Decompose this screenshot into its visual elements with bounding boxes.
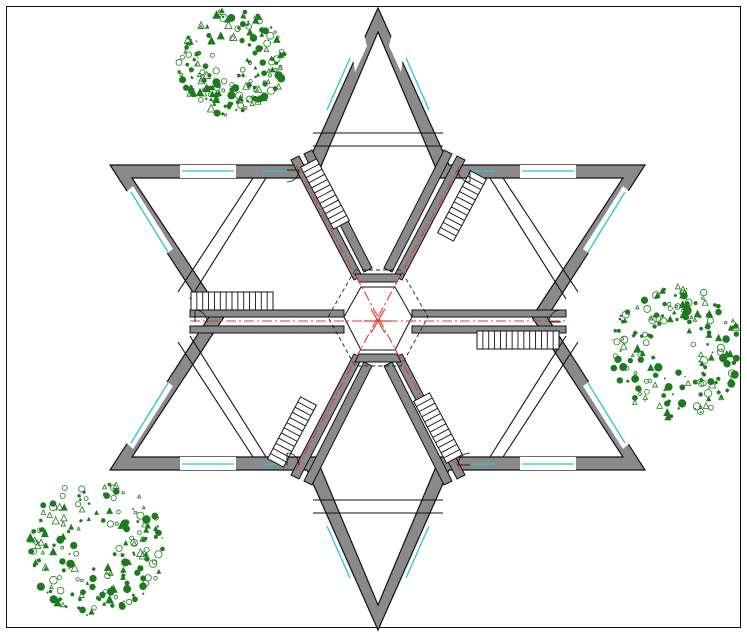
staircase xyxy=(436,170,488,242)
central-hexagon-inner xyxy=(343,286,413,351)
door-swing xyxy=(457,452,471,466)
tree xyxy=(610,282,741,421)
door-swing xyxy=(548,309,562,323)
staircase xyxy=(412,392,464,464)
door-swings xyxy=(194,169,562,466)
door-swing xyxy=(286,169,300,183)
drawing-frame xyxy=(6,6,741,628)
outer-star-wall xyxy=(108,6,647,632)
door-swing xyxy=(457,169,471,183)
center-axis-marker xyxy=(364,308,392,334)
tree xyxy=(25,481,165,616)
door-swing xyxy=(194,309,208,323)
central-hexagon-outline xyxy=(327,269,429,367)
staircase xyxy=(476,330,560,350)
glazing-lines xyxy=(130,57,626,579)
staircases xyxy=(190,158,560,468)
room-lines xyxy=(177,132,579,514)
staircase xyxy=(190,291,274,311)
door-swing xyxy=(286,452,300,466)
staircase xyxy=(299,158,351,230)
tree xyxy=(175,7,287,117)
trees-layer xyxy=(25,7,741,616)
staircase xyxy=(266,396,318,468)
corridor-walls xyxy=(189,149,567,486)
